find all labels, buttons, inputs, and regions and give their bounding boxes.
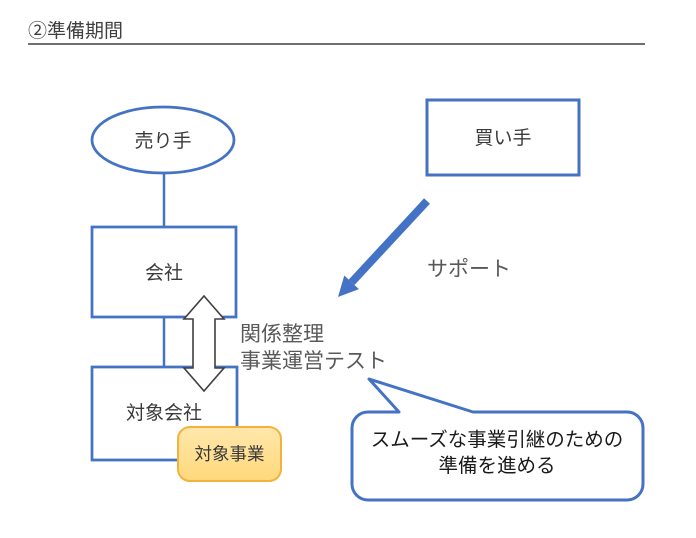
relation-note-line1: 関係整理	[240, 323, 324, 346]
page-title: ②準備期間	[28, 20, 123, 42]
buyer-box	[425, 98, 581, 177]
seller-ellipse	[90, 105, 236, 175]
support-label: サポート	[427, 258, 511, 281]
relation-note-line2: 事業運営テスト	[240, 350, 387, 373]
callout-bubble	[350, 377, 645, 502]
target-business-box	[177, 426, 282, 482]
seller-label: 売り手	[134, 130, 191, 152]
company-box	[90, 225, 238, 319]
target-company-label: 対象会社	[126, 402, 202, 424]
target-business-label: 対象事業	[195, 444, 265, 464]
double-headed-arrow	[182, 294, 226, 393]
company-label: 会社	[145, 262, 183, 284]
buyer-label: 買い手	[474, 127, 531, 149]
callout-line2: 準備を進める	[438, 455, 555, 477]
support-arrow-shaft	[348, 198, 430, 286]
support-arrow-head	[338, 275, 359, 297]
callout-line1: スムーズな事業引継のための	[371, 429, 624, 451]
